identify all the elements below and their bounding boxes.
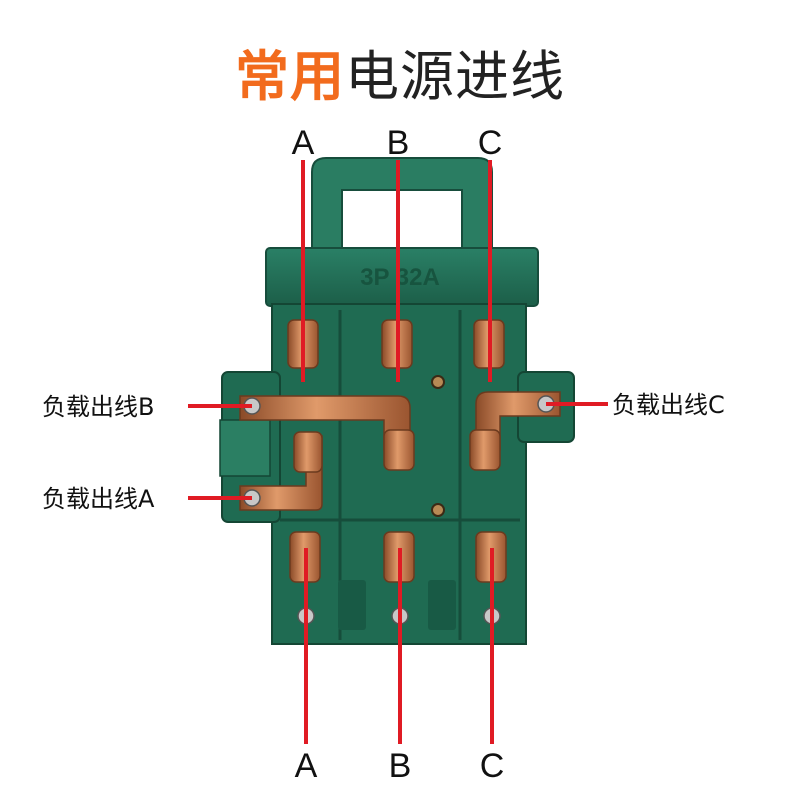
handle [311, 157, 493, 251]
title-rest: 电源进线 [345, 45, 565, 108]
title-highlight: 常用 [235, 45, 345, 108]
bottom-phase-label-c: C [479, 747, 505, 785]
load-label-b: 负载出线B [42, 393, 155, 421]
bottom-cut-off-text [0, 782, 800, 800]
pointer-lines [188, 160, 608, 744]
top-cap: 3P 32A [265, 247, 539, 307]
top-phase-label-a: A [291, 124, 315, 162]
load-label-a: 负载出线A [42, 485, 155, 513]
page-title: 常用电源进线 [0, 42, 800, 112]
bottom-phase-label-a: A [294, 747, 318, 785]
top-phase-label-b: B [386, 124, 410, 162]
top-phase-label-c: C [477, 124, 503, 162]
bottom-phase-label-b: B [388, 747, 412, 785]
load-label-c: 负载出线C [612, 391, 725, 419]
